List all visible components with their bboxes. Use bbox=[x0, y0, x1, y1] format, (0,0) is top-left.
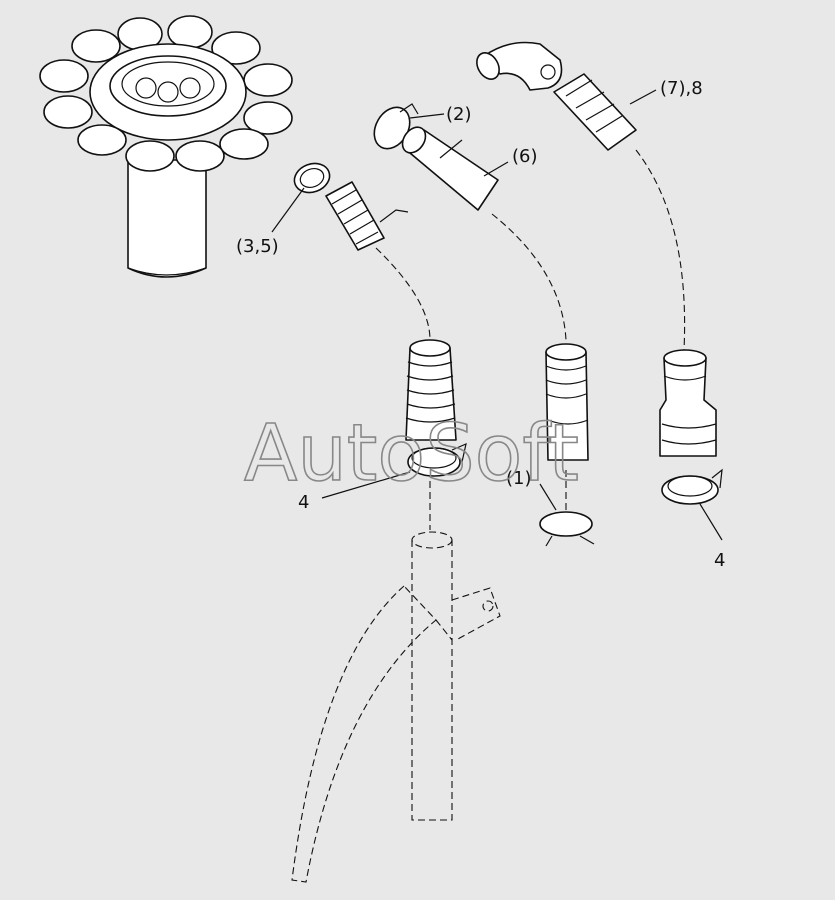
clamp-3-5 bbox=[293, 162, 331, 194]
corrugated-hose-upper bbox=[325, 181, 409, 251]
elbow-7 bbox=[476, 41, 563, 91]
callout-3-5: (3,5) bbox=[236, 236, 279, 257]
leader-6 bbox=[483, 161, 509, 177]
guide-line-right bbox=[635, 149, 686, 351]
clamp-1 bbox=[539, 511, 595, 547]
leader-35 bbox=[271, 187, 305, 233]
seed-boot bbox=[291, 531, 501, 883]
callout-7-8: (7),8 bbox=[660, 78, 703, 99]
guide-line-left bbox=[375, 247, 431, 341]
leader-4b bbox=[699, 503, 723, 541]
clamp-4-right bbox=[661, 468, 723, 505]
clamp-4-left bbox=[407, 442, 467, 477]
callout-1: (1) bbox=[506, 468, 532, 489]
leader-4a bbox=[321, 471, 411, 499]
callout-4-right: 4 bbox=[714, 550, 725, 571]
leader-78 bbox=[629, 89, 657, 105]
distributor-outlets bbox=[39, 15, 293, 172]
hose-8 bbox=[553, 73, 637, 151]
corrugated-hose-lower-left bbox=[405, 339, 457, 441]
callout-4-left: 4 bbox=[298, 492, 309, 513]
hose-lower-right bbox=[659, 349, 717, 457]
watermark: AutoSoft bbox=[244, 409, 579, 499]
leader-2 bbox=[409, 113, 445, 119]
leader-1 bbox=[539, 483, 557, 511]
callout-6: (6) bbox=[512, 146, 538, 167]
callout-2: (2) bbox=[446, 104, 472, 125]
corrugated-hose-lower-middle bbox=[545, 343, 589, 461]
pipe-6 bbox=[401, 126, 499, 211]
distributor-head bbox=[39, 15, 293, 278]
guide-line-middle bbox=[491, 213, 567, 341]
